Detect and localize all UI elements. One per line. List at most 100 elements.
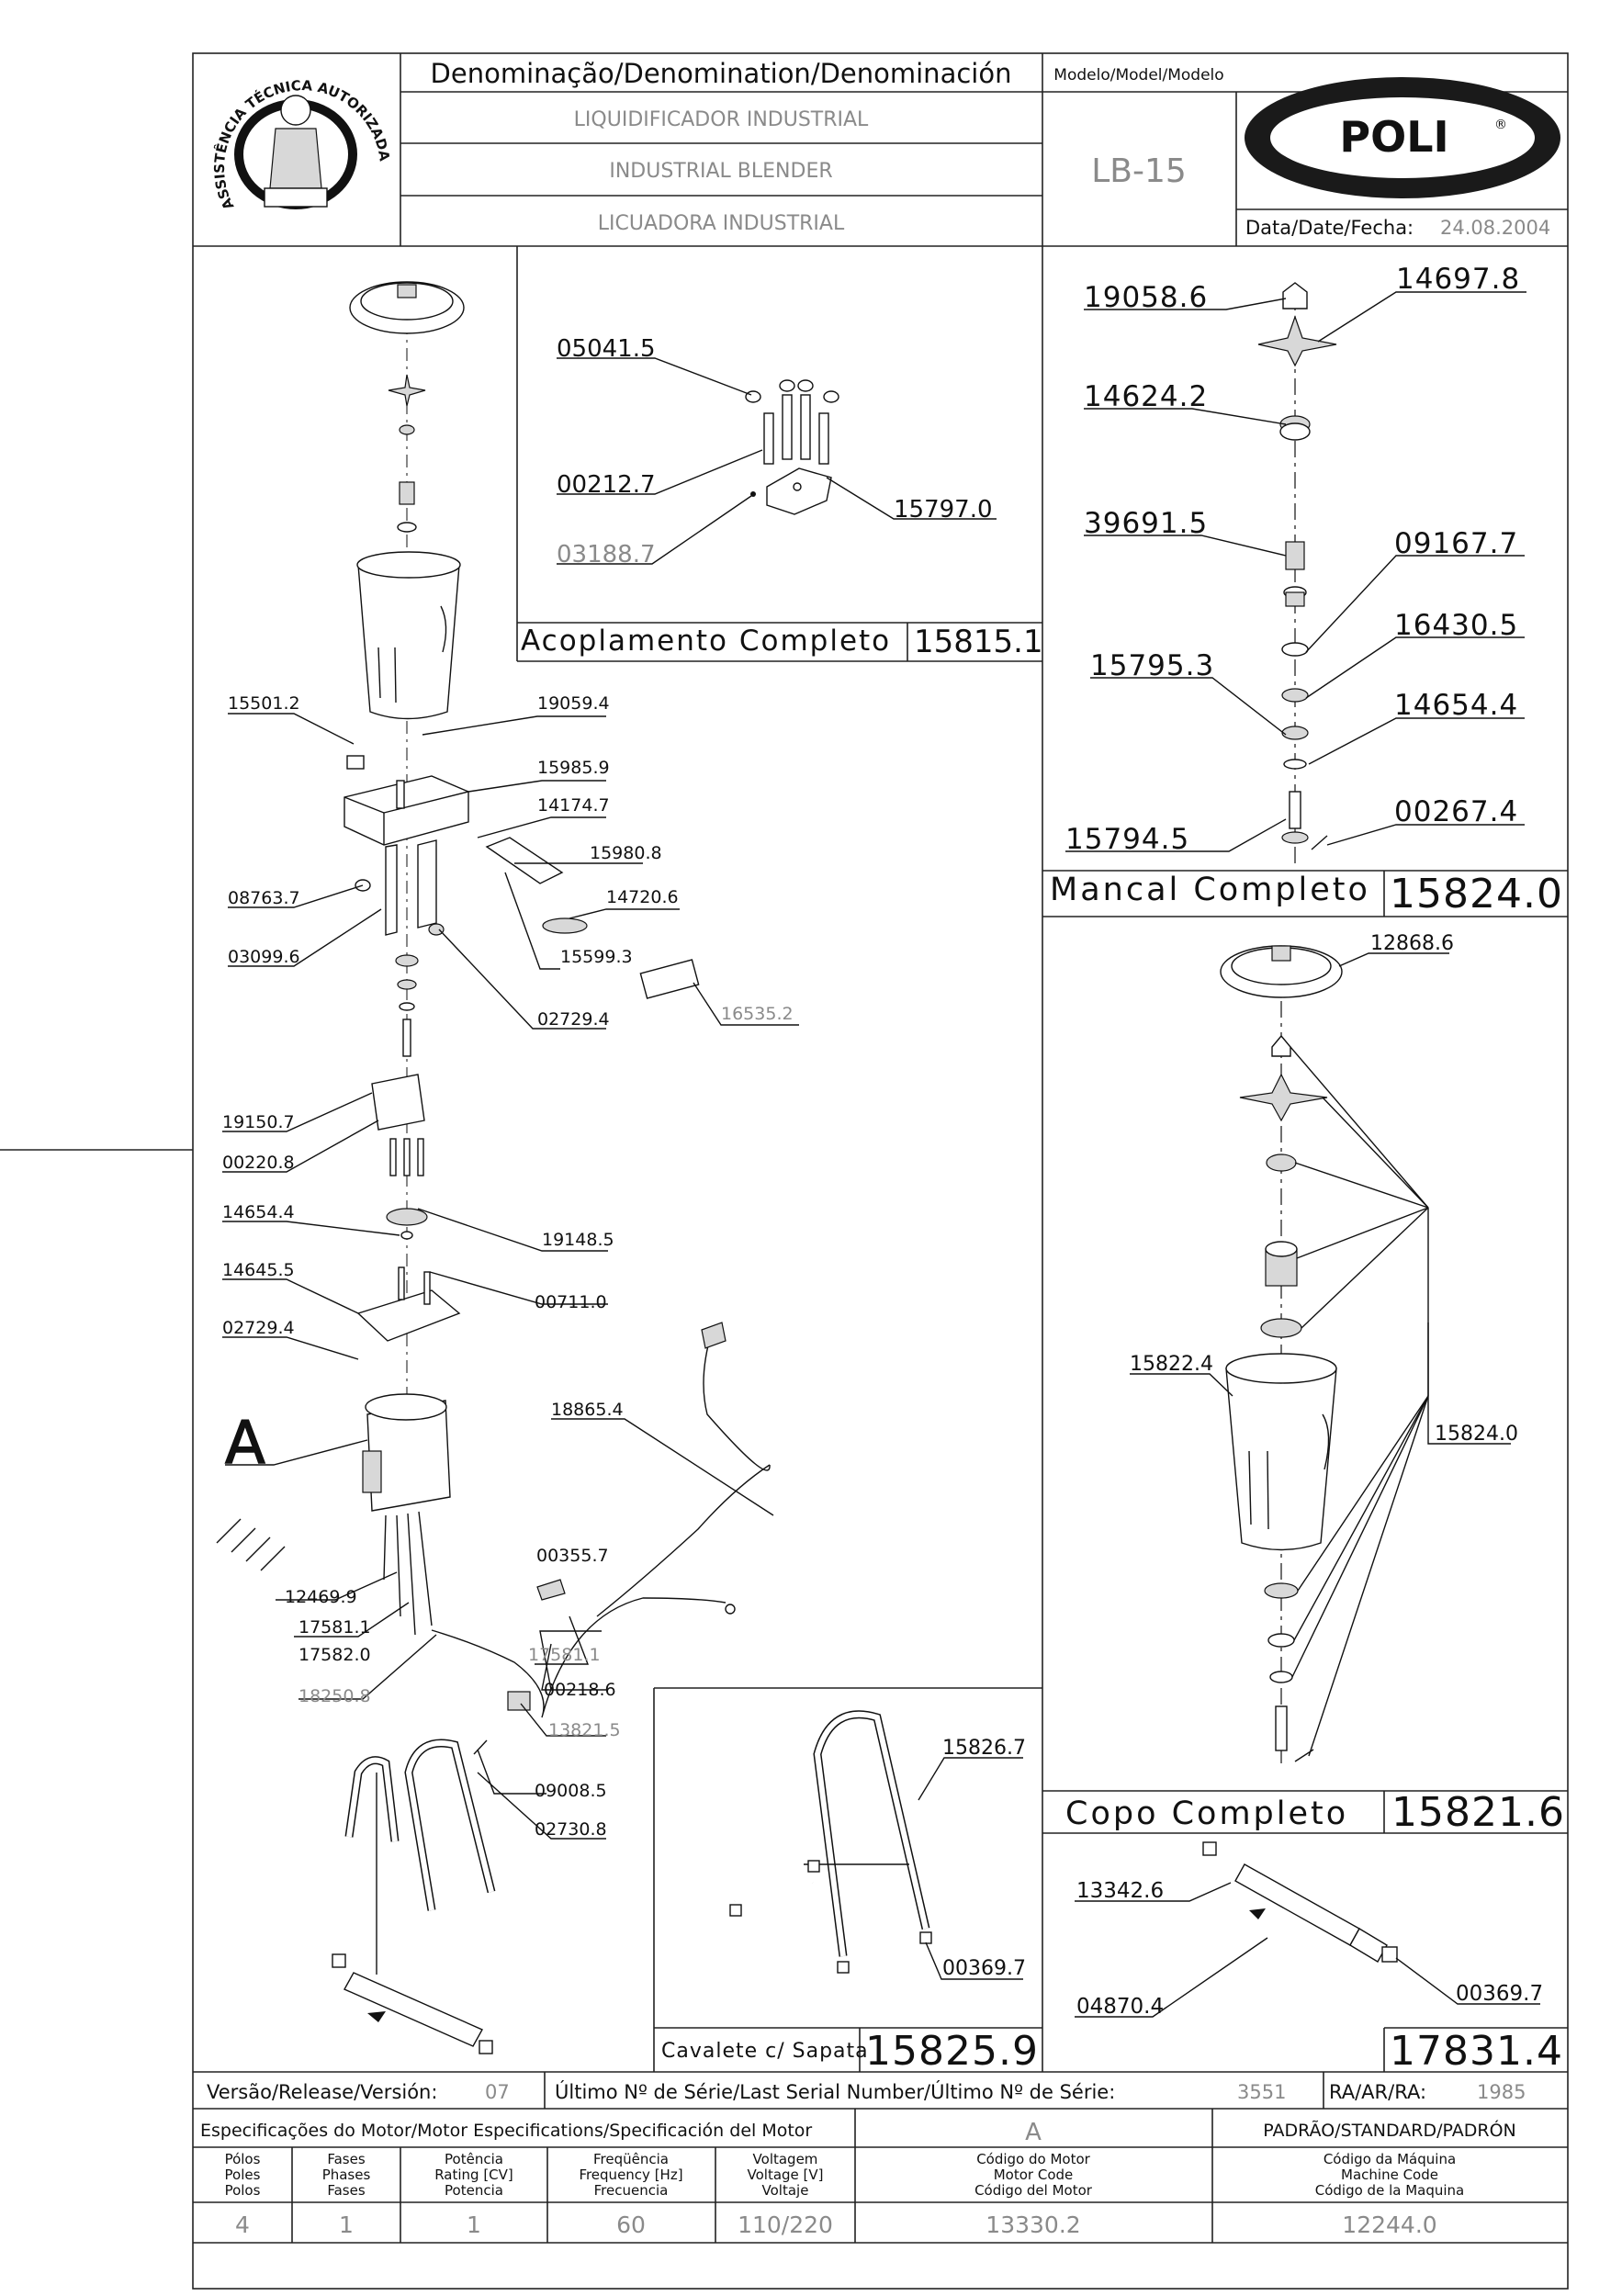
- col-motor-code-h2: Motor Code: [994, 2167, 1074, 2183]
- col-frequency-h1: Freqüência: [593, 2151, 669, 2167]
- cup-title: Copo Completo: [1065, 1795, 1348, 1832]
- part-00711-0: 00711.0: [535, 1292, 607, 1312]
- part-14720-6: 14720.6: [606, 887, 679, 907]
- ra-label: RA/AR/RA:: [1329, 2081, 1426, 2103]
- part-15985-9: 15985.9: [537, 758, 610, 778]
- part-19059-4: 19059.4: [537, 693, 610, 714]
- part-00212-7: 00212.7: [557, 471, 656, 499]
- part-19148-5: 19148.5: [542, 1230, 614, 1250]
- part-14174-7: 14174.7: [537, 795, 610, 816]
- part-12469-9: 12469.9: [285, 1587, 357, 1607]
- date-value: 24.08.2004: [1440, 217, 1550, 239]
- part-15826-7: 15826.7: [942, 1737, 1026, 1760]
- stand-title: Cavalete c/ Sapata: [661, 2040, 869, 2063]
- col-rating-value: 1: [467, 2212, 481, 2238]
- stand-code: 15825.9: [865, 2028, 1039, 2075]
- col-rating-h3: Potencia: [445, 2182, 503, 2199]
- part-03188-7: 03188.7: [557, 541, 656, 568]
- col-voltage-h1: Voltagem: [753, 2151, 818, 2167]
- part-00369-7-bracket: 00369.7: [1456, 1982, 1543, 2006]
- part-16430-5: 16430.5: [1394, 609, 1518, 642]
- part-12868-6: 12868.6: [1370, 932, 1454, 955]
- col-poles-value: 4: [235, 2212, 250, 2238]
- part-13342-6: 13342.6: [1076, 1879, 1164, 1903]
- col-phases-h1: Fases: [327, 2151, 365, 2167]
- version-label: Versão/Release/Versión:: [207, 2081, 437, 2103]
- serial-label: Último Nº de Série/Last Serial Number/Úl…: [555, 2080, 1115, 2103]
- part-17582-0: 17582.0: [298, 1645, 371, 1665]
- part-14654-4-main: 14654.4: [222, 1202, 295, 1222]
- col-phases-h2: Phases: [322, 2167, 371, 2183]
- part-00355-7: 00355.7: [536, 1546, 609, 1566]
- part-00369-7-stand: 00369.7: [942, 1957, 1026, 1980]
- cup-assembly: [1130, 945, 1511, 1763]
- serial-value: 3551: [1237, 2081, 1286, 2103]
- part-08763-7: 08763.7: [228, 888, 300, 908]
- col-motor-code-h1: Código do Motor: [976, 2151, 1090, 2167]
- assistance-seal: ASSISTÊNCIA TÉCNICA AUTORIZADA: [211, 77, 393, 212]
- part-19058-6: 19058.6: [1084, 281, 1208, 314]
- col-poles-h2: Poles: [225, 2167, 261, 2183]
- part-18865-4: 18865.4: [551, 1400, 624, 1420]
- poli-logo: POLI ®: [1245, 77, 1560, 198]
- part-02730-8: 02730.8: [535, 1819, 607, 1840]
- col-poles-h1: Pólos: [225, 2151, 261, 2167]
- col-motor-code-h3: Código del Motor: [974, 2182, 1093, 2199]
- part-15980-8: 15980.8: [590, 843, 662, 863]
- col-poles-h3: Polos: [225, 2182, 261, 2199]
- part-14645-5: 14645.5: [222, 1260, 295, 1280]
- brand-registered-mark: ®: [1494, 118, 1507, 132]
- part-15794-5: 15794.5: [1065, 823, 1189, 856]
- bearing-code: 15824.0: [1390, 871, 1563, 917]
- part-14697-8: 14697.8: [1396, 263, 1520, 296]
- part-18250-8: 18250.8: [298, 1686, 371, 1706]
- col-voltage-h3: Voltaje: [762, 2182, 809, 2199]
- product-name-pt: LIQUIDIFICADOR INDUSTRIAL: [574, 108, 869, 131]
- bearing-title: Mancal Completo: [1050, 872, 1370, 908]
- part-00267-4: 00267.4: [1394, 795, 1518, 828]
- motor-letter: A: [1025, 2119, 1042, 2146]
- stand-assembly: [729, 1710, 1023, 1980]
- part-19150-7: 19150.7: [222, 1112, 295, 1132]
- part-15599-3: 15599.3: [560, 947, 633, 967]
- model-value: LB-15: [1091, 152, 1187, 190]
- col-frequency-h2: Frequency [Hz]: [579, 2167, 682, 2183]
- coupling-title: Acoplamento Completo: [521, 625, 891, 658]
- part-13821-5: 13821.5: [548, 1720, 621, 1740]
- coupling-assembly: [557, 357, 997, 565]
- product-name-en: INDUSTRIAL BLENDER: [609, 160, 832, 183]
- part-02729-4-lower: 02729.4: [222, 1318, 295, 1338]
- part-03099-6: 03099.6: [228, 947, 300, 967]
- part-17581-1-left: 17581.1: [298, 1617, 371, 1638]
- col-machine-code-h1: Código da Máquina: [1324, 2151, 1456, 2167]
- part-15797-0: 15797.0: [894, 496, 993, 523]
- part-04870-4: 04870.4: [1076, 1995, 1164, 2019]
- bearing-assembly: [1065, 282, 1526, 863]
- col-machine-code-value: 12244.0: [1342, 2212, 1436, 2238]
- part-05041-5: 05041.5: [557, 335, 656, 363]
- main-part-labels: 15501.2 19059.4 15985.9 14174.7 15980.8 …: [222, 693, 794, 1840]
- brand-name: POLI: [1339, 112, 1448, 162]
- bracket-code: 17831.4: [1390, 2028, 1563, 2075]
- part-39691-5: 39691.5: [1084, 507, 1208, 540]
- product-name-es: LICUADORA INDUSTRIAL: [598, 212, 845, 235]
- part-09167-7: 09167.7: [1394, 527, 1518, 560]
- col-machine-code-h3: Código de la Maquina: [1315, 2182, 1464, 2199]
- version-value: 07: [485, 2081, 510, 2103]
- col-rating-h2: Rating [CV]: [434, 2167, 513, 2183]
- col-frequency-value: 60: [616, 2212, 646, 2238]
- part-17581-1-right: 17581.1: [528, 1645, 601, 1665]
- sheet-frame: [0, 52, 1569, 2290]
- model-label: Modelo/Model/Modelo: [1053, 66, 1223, 84]
- part-16535-2: 16535.2: [721, 1004, 794, 1024]
- main-exploded-view: [216, 281, 799, 2054]
- bracket-assembly: [1075, 1841, 1540, 2018]
- part-15795-3: 15795.3: [1090, 649, 1214, 682]
- col-phases-h3: Fases: [327, 2182, 365, 2199]
- part-00218-6: 00218.6: [544, 1680, 616, 1700]
- part-15822-4: 15822.4: [1130, 1353, 1213, 1376]
- coupling-code: 15815.1: [914, 624, 1043, 660]
- col-rating-h1: Potência: [445, 2151, 503, 2167]
- motor-spec-label: Especificações do Motor/Motor Especifica…: [200, 2121, 812, 2141]
